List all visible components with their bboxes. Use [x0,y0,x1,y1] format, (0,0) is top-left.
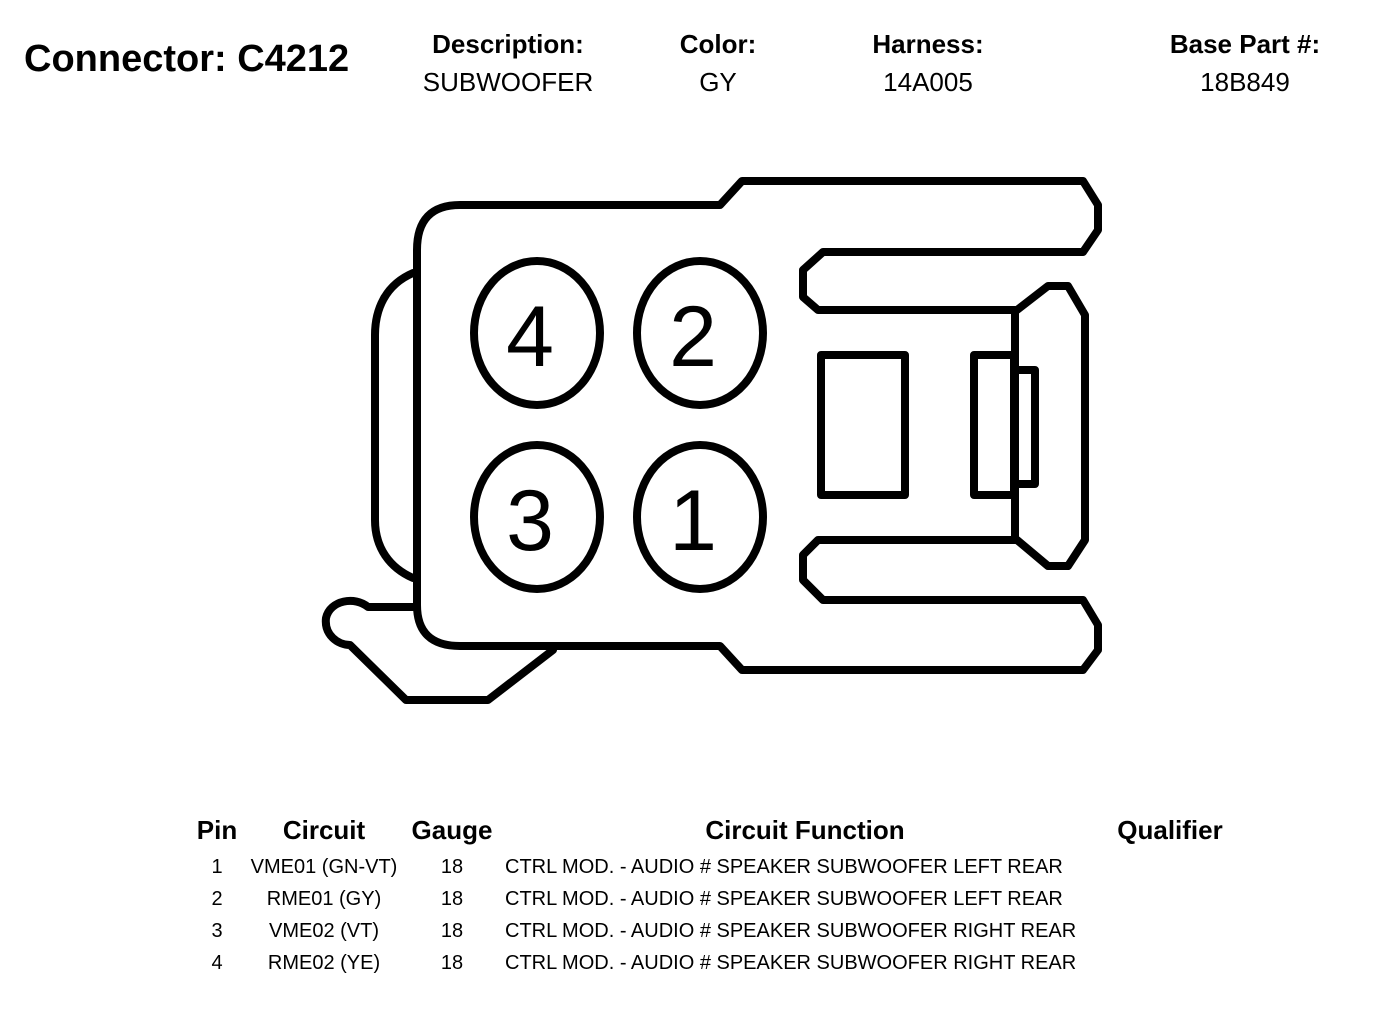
pin-cell: 3 [211,920,223,942]
circuit-cell: VME02 (VT) [268,920,380,942]
description-value: SUBWOOFER [422,67,594,97]
connector-body [413,177,1102,674]
harness-label: Harness: [872,29,984,59]
key-slot-right [970,351,1018,499]
connector-title: Connector: C4212 [24,38,350,80]
harness-value: 14A005 [883,67,973,97]
base-part-field: Base Part #: 18B849 [1170,28,1320,104]
circuit-cell: RME02 (YE) [267,952,381,974]
color-value: GY [699,67,737,97]
table-row: 3 VME02 (VT) 18 CTRL MOD. - AUDIO # SPEA… [0,920,1376,952]
col-header-circuit: Circuit [282,815,366,845]
col-header-qualifier: Qualifier [1117,815,1223,845]
pin-cavity-3 [470,441,604,593]
table-row: 1 VME01 (GN-VT) 18 CTRL MOD. - AUDIO # S… [0,856,1376,888]
pin-label-3: 3 [506,473,554,569]
harness-field: Harness: 14A005 [872,28,983,104]
color-label: Color: [679,29,757,59]
function-cell: CTRL MOD. - AUDIO # SPEAKER SUBWOOFER LE… [505,856,1063,878]
description-field: Description: SUBWOOFER [423,28,593,104]
pin-label-1: 1 [669,473,717,569]
pin-label-4: 4 [506,289,554,385]
col-header-pin: Pin [196,815,238,845]
base-part-label: Base Part #: [1169,29,1321,59]
base-part-value: 18B849 [1200,67,1290,97]
right-latch [1013,282,1089,570]
lock-tab [321,596,557,704]
pin-cavity-1 [633,441,767,593]
circuit-cell: VME01 (GN-VT) [250,856,398,878]
description-label: Description: [432,29,584,59]
function-cell: CTRL MOD. - AUDIO # SPEAKER SUBWOOFER RI… [505,920,1077,942]
gauge-cell: 18 [440,888,464,910]
key-slot-left [817,351,909,499]
table-row: 4 RME02 (YE) 18 CTRL MOD. - AUDIO # SPEA… [0,952,1376,984]
col-header-gauge: Gauge [411,815,493,845]
table-row: 2 RME01 (GY) 18 CTRL MOD. - AUDIO # SPEA… [0,888,1376,920]
pin-cavity-4 [470,257,604,409]
gauge-cell: 18 [440,952,464,974]
pin-cell: 2 [211,888,223,910]
color-field: Color: GY [680,28,757,104]
function-cell: CTRL MOD. - AUDIO # SPEAKER SUBWOOFER RI… [505,952,1077,974]
circuit-cell: RME01 (GY) [266,888,382,910]
gauge-cell: 18 [440,920,464,942]
pin-cell: 4 [211,952,223,974]
pin-cell: 1 [211,856,223,878]
pin-label-2: 2 [669,289,717,385]
function-cell: CTRL MOD. - AUDIO # SPEAKER SUBWOOFER LE… [505,888,1063,910]
col-header-circuit-function: Circuit Function [705,815,905,845]
key-slot-tab [1010,366,1039,488]
gauge-cell: 18 [440,856,464,878]
pin-cavity-2 [633,257,767,409]
left-latch [371,269,417,582]
